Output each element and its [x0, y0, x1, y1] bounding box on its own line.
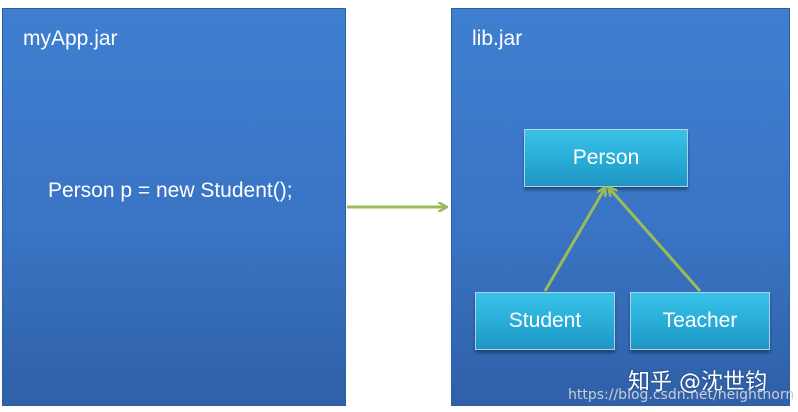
student-class-label: Student [508, 309, 582, 332]
watermark-zhihu: 知乎 @沈世钧 [628, 370, 767, 395]
student-inheritance-arrow [543, 188, 605, 292]
lib-jar-title: lib.jar [472, 27, 523, 50]
myapp-jar-title: myApp.jar [23, 27, 118, 50]
teacher-class-box: Teacher [630, 292, 770, 350]
myapp-jar-panel: myApp.jar Person p = new Student(); [2, 8, 346, 406]
watermark-url: https://blog.csdn.net/neighthorn [568, 387, 795, 403]
teacher-inheritance-arrow [609, 188, 702, 292]
lib-jar-panel: lib.jar Person Student Teacher [451, 8, 790, 406]
teacher-class-label: Teacher [662, 309, 738, 332]
code-statement: Person p = new Student(); [48, 179, 293, 202]
student-class-box: Student [475, 292, 615, 350]
person-class-label: Person [572, 146, 640, 169]
